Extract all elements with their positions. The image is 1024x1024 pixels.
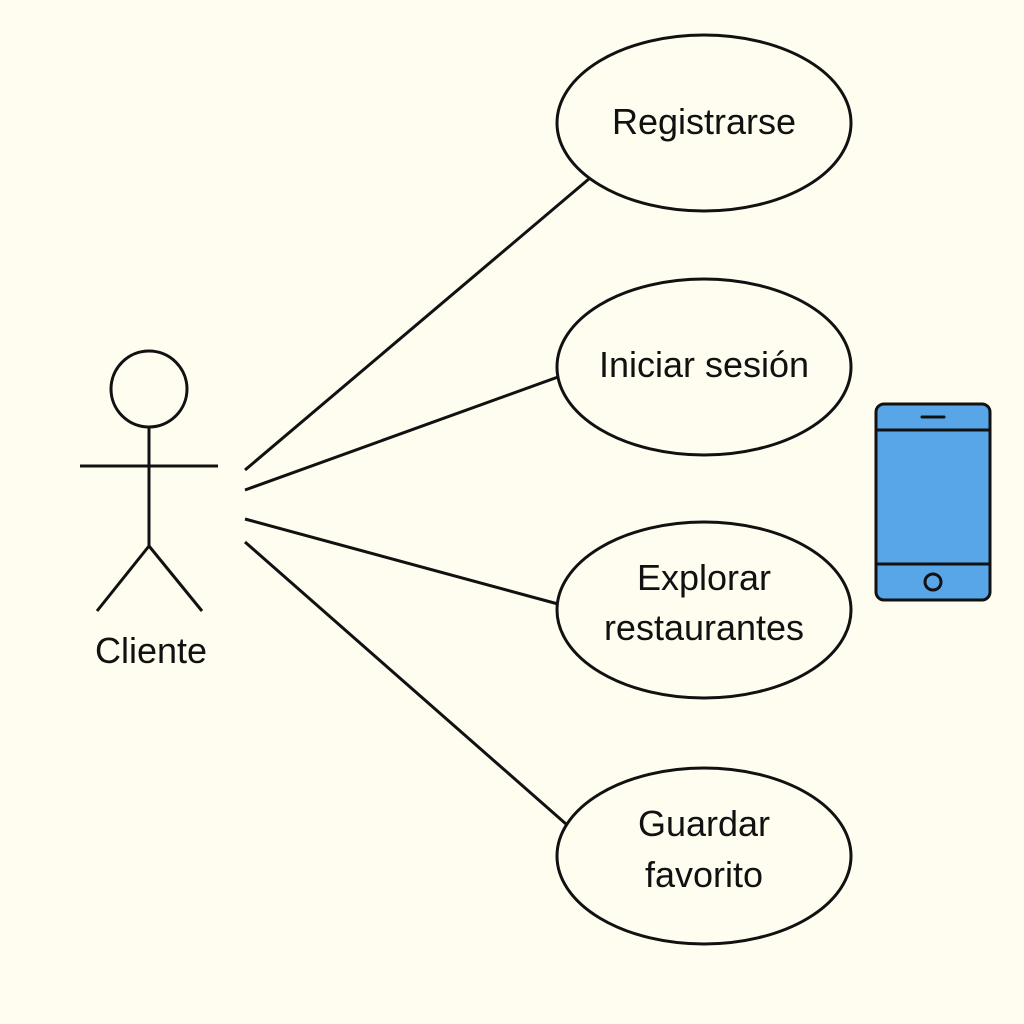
use-case-registrarse: Registrarse	[555, 33, 853, 213]
association-line-registrarse	[244, 176, 591, 472]
smartphone-icon	[874, 402, 992, 602]
use-case-ellipse	[555, 277, 853, 457]
use-case-ellipse	[555, 33, 853, 213]
use-case-label: Iniciar sesión	[599, 344, 809, 385]
actor: Cliente	[80, 349, 218, 671]
use-case-iniciar-sesion: Iniciar sesión	[555, 277, 853, 457]
stick-figure-icon	[80, 349, 218, 612]
use-case-label-line-2: restaurantes	[604, 607, 804, 648]
use-case-label-line-1: Explorar	[637, 557, 771, 598]
association-lines	[244, 176, 591, 826]
actor-label: Cliente	[95, 630, 207, 671]
use-case-label-line-2: favorito	[645, 854, 763, 895]
association-line-explorar-restaurantes	[244, 517, 559, 606]
association-line-guardar-favorito	[244, 540, 567, 826]
use-case-guardar-favorito: Guardar favorito	[555, 766, 853, 946]
use-case-ellipse	[555, 520, 853, 700]
use-case-explorar-restaurantes: Explorar restaurantes	[555, 520, 853, 700]
use-case-label-line-1: Guardar	[638, 803, 770, 844]
use-case-label: Registrarse	[612, 101, 796, 142]
use-case-ellipse	[555, 766, 853, 946]
association-line-iniciar-sesion	[244, 375, 559, 492]
